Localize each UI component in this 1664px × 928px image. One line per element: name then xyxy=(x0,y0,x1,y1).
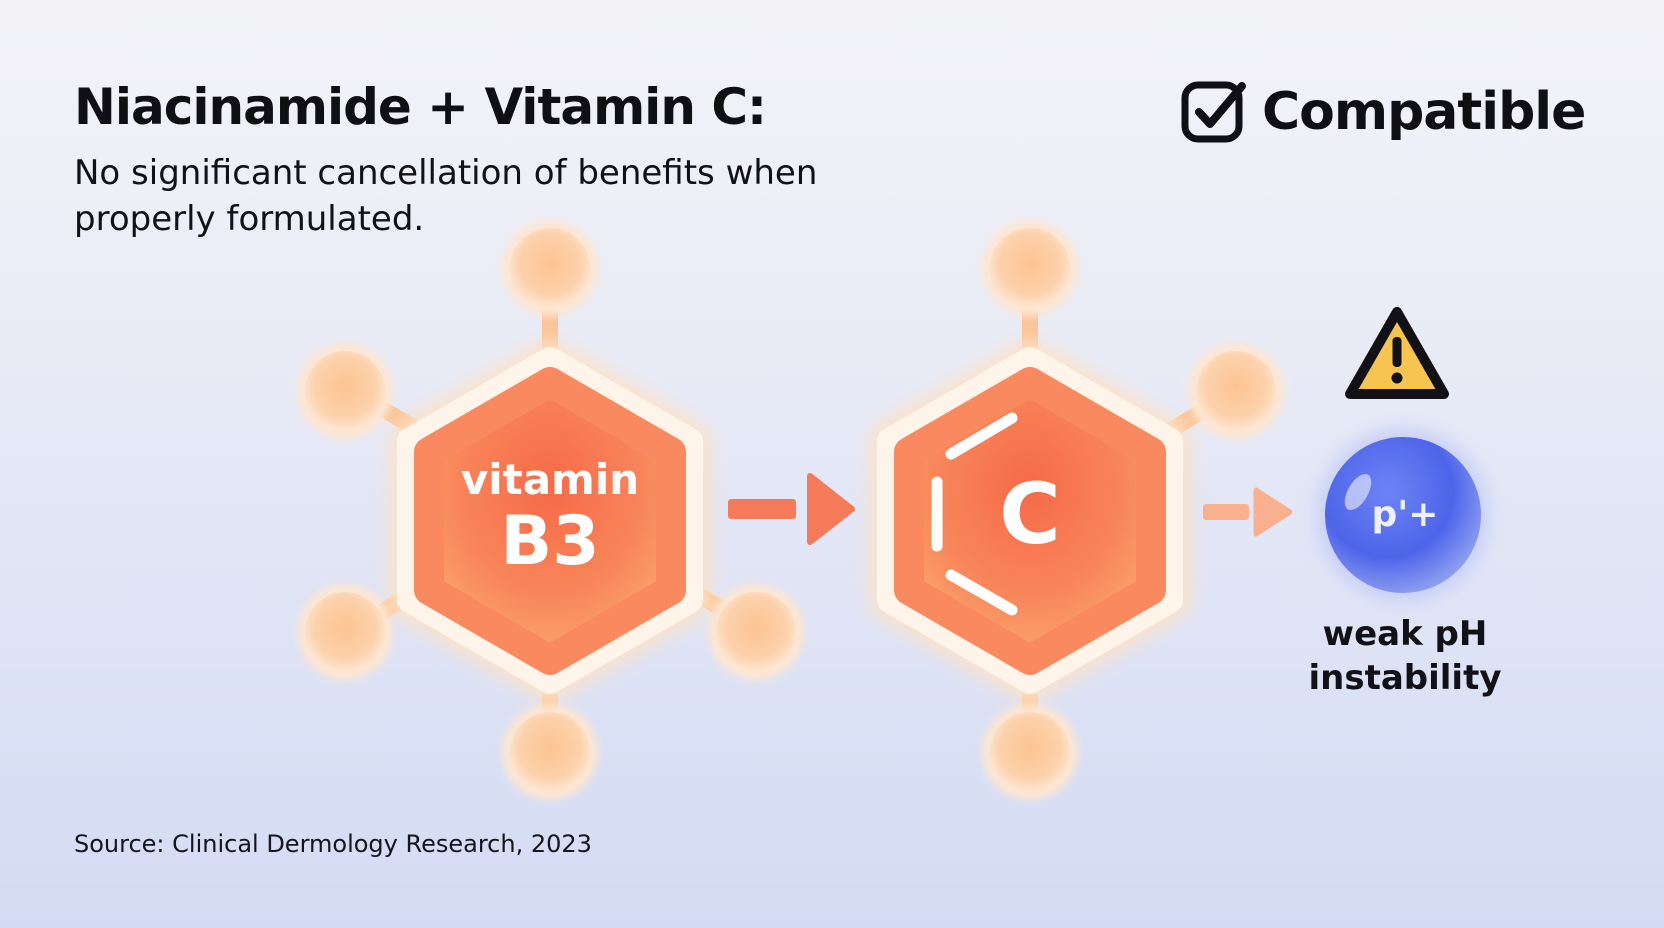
ph-sphere-label: p'+ xyxy=(1371,494,1439,535)
arrow-right-icon xyxy=(1203,487,1293,537)
note-line-2: instability xyxy=(1308,658,1502,698)
node xyxy=(305,592,385,672)
node xyxy=(990,712,1070,792)
node xyxy=(305,351,385,431)
b3-label-top: vitamin xyxy=(460,455,640,504)
double-bond-lines xyxy=(931,412,1018,616)
c-hexagon xyxy=(870,340,1190,701)
page-title: Niacinamide + Vitamin C: xyxy=(74,78,767,136)
checkbox-icon xyxy=(1181,81,1246,143)
ph-sphere xyxy=(1317,429,1489,601)
b3-nodes xyxy=(297,220,804,800)
c-nodes xyxy=(982,220,1284,800)
compatible-badge: Compatible xyxy=(1180,78,1586,146)
b3-label-bottom: B3 xyxy=(500,502,600,581)
warning-icon xyxy=(1345,307,1449,399)
source-citation: Source: Clinical Dermology Research, 202… xyxy=(74,830,592,858)
node xyxy=(510,712,590,792)
node xyxy=(990,228,1070,308)
compatible-label: Compatible xyxy=(1262,82,1586,142)
node xyxy=(716,592,796,672)
node xyxy=(510,228,590,308)
node xyxy=(1196,351,1276,431)
page-subtitle: No significant cancellation of benefits … xyxy=(74,153,818,239)
c-label: C xyxy=(999,465,1061,563)
b3-hexagon xyxy=(390,340,710,701)
arrow-right-icon xyxy=(728,473,855,545)
instability-note: weak pH instability xyxy=(1260,612,1550,700)
note-line-1: weak pH xyxy=(1322,614,1488,654)
